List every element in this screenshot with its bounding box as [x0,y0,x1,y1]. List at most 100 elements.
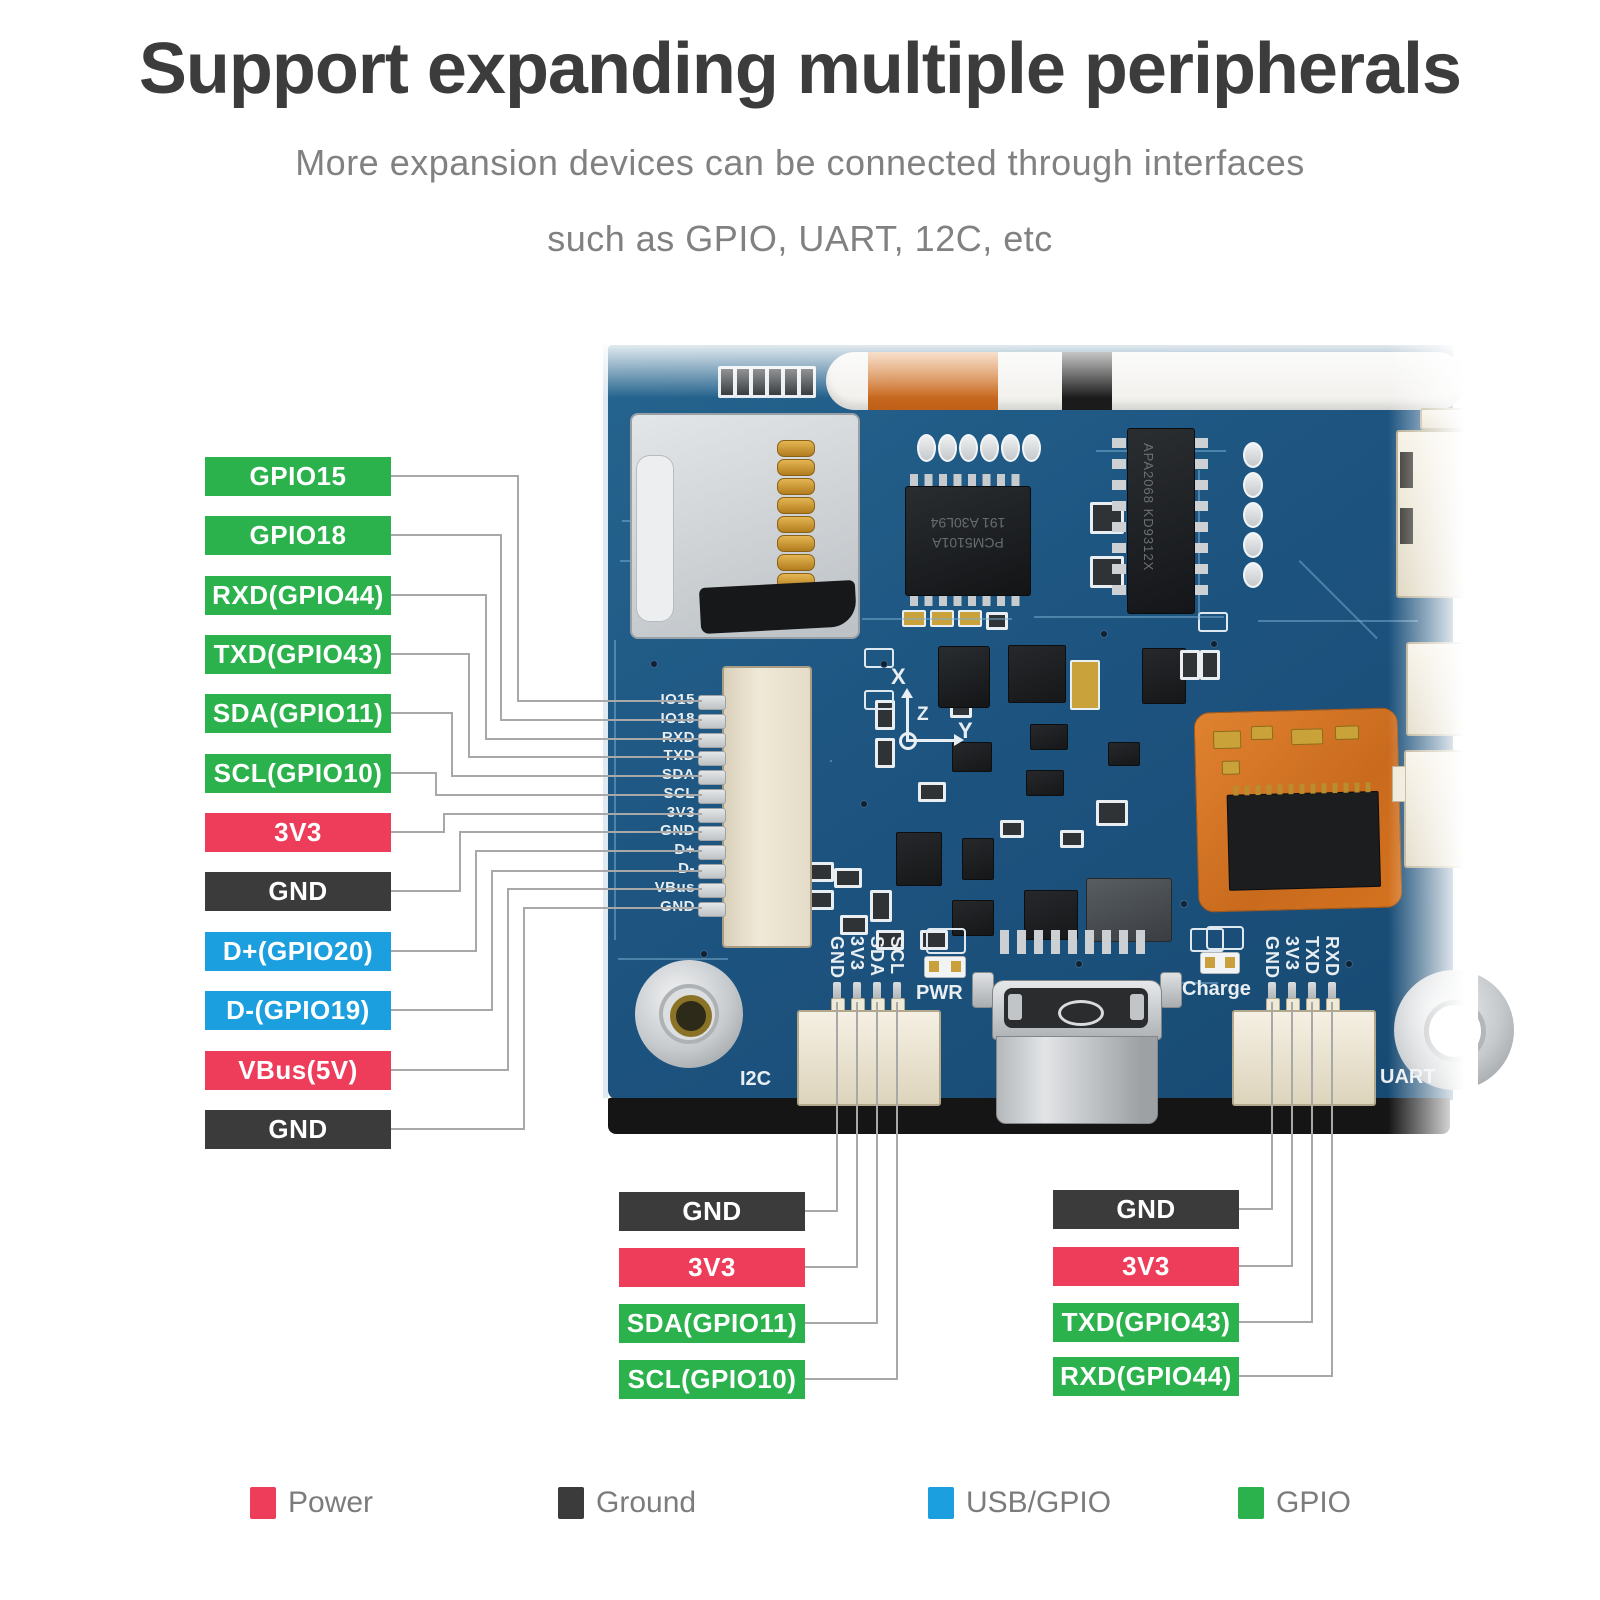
pwr-label: PWR [916,982,963,1004]
legend-item-power: Power [250,1486,373,1520]
axis-y-label: Y [958,718,973,743]
microsd-contact [777,497,815,514]
pin-label-rxd44: RXD(GPIO44) [205,576,391,615]
i2c-pin [833,982,841,1002]
i2c-pin-label: 3V3 [847,936,867,972]
smd-via [880,660,888,668]
axis-arrow-right [908,739,958,742]
axis-arrowhead-up [901,682,913,698]
i2c-port-label: I2C [740,1068,772,1090]
smd-via [1345,960,1353,968]
i2c-pin-label: SCL [887,936,907,975]
fpc-pin-silkscreen: GND [660,898,695,915]
fpc-pad [698,883,726,898]
fpc-pad [698,714,726,729]
smd-via [1100,630,1108,638]
smd-ic [952,742,992,772]
fpc-pad [698,845,726,860]
smd-pass [1096,800,1128,826]
i2c-pin [873,982,881,1002]
i2c-label-gnd: GND [619,1192,805,1231]
uart-pin-label: TXD [1302,936,1322,975]
fpc-pin-silkscreen: D- [678,860,695,877]
i2c-pin [853,982,861,1002]
pcb-trace [830,760,832,762]
legend-label-power: Power [288,1486,374,1519]
fpc-pin-silkscreen: IO15 [660,691,695,708]
smd-ic [1026,770,1064,796]
smd-via [1075,960,1083,968]
smd-sil [1198,612,1228,632]
microsd-contact [777,440,815,457]
legend-swatch-ground [558,1487,584,1519]
i2c-pin-label: GND [827,936,847,979]
smd-via [860,800,868,808]
dac-chip-pins-bottom [910,594,1024,606]
pin-label-scl10: SCL(GPIO10) [205,754,391,793]
pwr-led [924,956,966,978]
pin-label-gpio18: GPIO18 [205,516,391,555]
microsd-contact [777,516,815,533]
uart-pin-label: RXD [1322,936,1342,978]
smd-pass [875,738,895,768]
fpc-pin-silkscreen: 3V3 [666,804,695,821]
uart-pin [1328,982,1336,1002]
pin-label-dplus: D+(GPIO20) [205,932,391,971]
amp-chip-pins-left [1112,438,1126,604]
axis-origin-icon [899,732,917,750]
page-title: Support expanding multiple peripherals [138,29,1462,109]
subtitle-line-1: More expansion devices can be connected … [295,142,1305,183]
uart-pin [1268,982,1276,1002]
fpc-pin-silkscreen: RXD [661,729,695,746]
amp-chip-pins-right [1194,438,1208,604]
smd-pass [870,890,892,922]
fpc-pin-silkscreen: SCL [663,785,695,802]
usb-c-through-hole-pins [1000,930,1152,954]
microsd-card-edge [636,455,674,622]
axis-arrowhead-right [954,734,970,746]
smd-pass [986,612,1008,630]
smd-pad [1243,472,1263,498]
right-fade [1388,326,1478,1138]
axis-x-label: X [891,664,906,689]
fpc-pin-silkscreen: D+ [674,841,695,858]
legend-swatch-gpio [1238,1487,1264,1519]
smd-sil [864,648,894,668]
pcb-trace [1034,616,1224,618]
smd-pass [1200,650,1220,680]
pcb-trace [618,958,728,960]
audio-dac-chip: PCM5101A 191 A30L94 [905,486,1031,596]
fpc-pin-silkscreen: TXD [663,747,695,764]
smd-pass [918,782,946,802]
uart-label-3v3: 3V3 [1053,1247,1239,1286]
uart-connector [1232,1010,1376,1106]
pwr-led-outline [926,928,966,954]
fpc-pad [698,751,726,766]
smd-pad [1243,442,1263,468]
microsd-contact [777,554,815,571]
fpc-pad [698,902,726,917]
legend-item-ground: Ground [558,1486,696,1520]
pcb-left-edge [603,345,608,1098]
audio-amp-chip: APA2068 KD9312X [1127,428,1195,614]
uart-pin [1308,982,1316,1002]
smd-pass [1000,820,1024,838]
legend-item-gpio: GPIO [1238,1486,1351,1520]
dac-chip-pins-top [910,474,1024,486]
mounting-hole-left-bore [670,995,712,1037]
smd-pad [1243,562,1263,588]
smd-sil [864,690,894,710]
i2c-connector [797,1010,941,1106]
fpc-pad [698,733,726,748]
microsd-contact [777,535,815,552]
i2c-label-scl: SCL(GPIO10) [619,1360,805,1399]
microsd-contact [777,478,815,495]
pcb-trace [862,618,1012,620]
microsd-contact [777,459,815,476]
smd-pad [959,434,978,462]
fpc-pad [698,789,726,804]
i2c-pin-label: SDA [867,936,887,978]
uart-pin-label: GND [1262,936,1282,979]
smd-via [650,660,658,668]
smd-pad [938,434,957,462]
